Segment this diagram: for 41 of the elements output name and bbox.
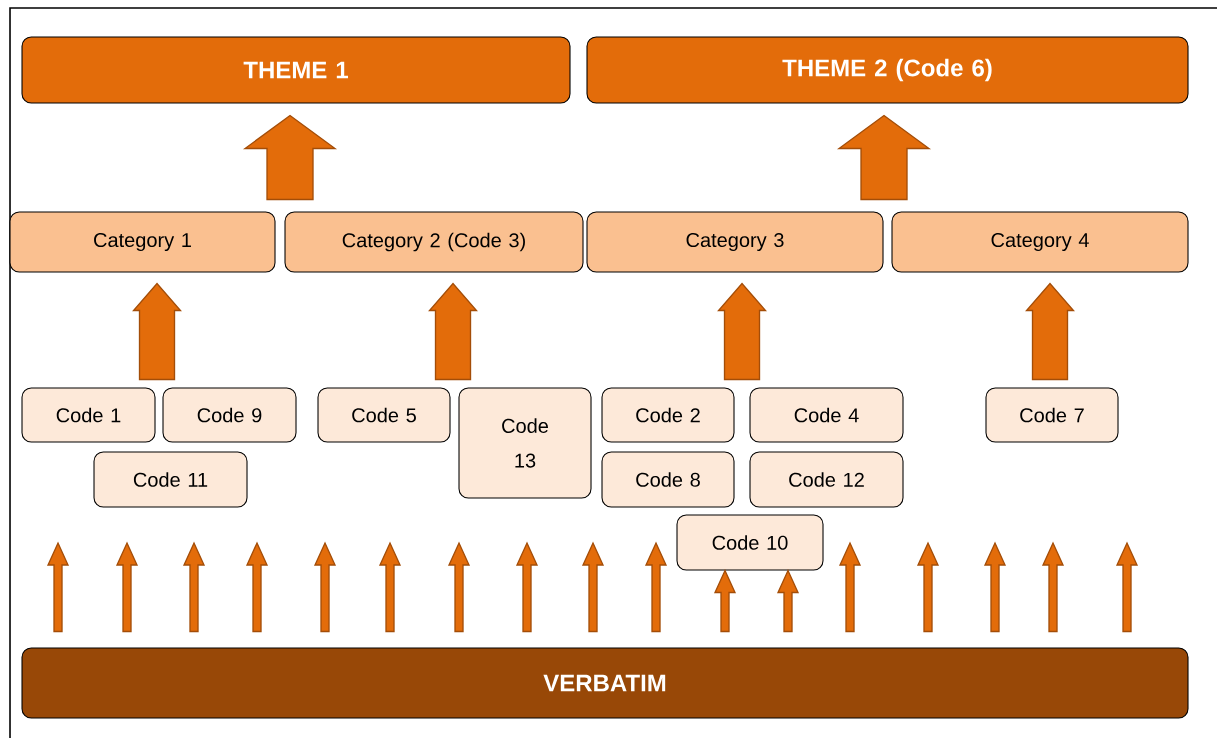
category-box: Category 2 (Code 3): [284, 211, 584, 273]
block-arrow: [1041, 541, 1065, 633]
code-box: Code 11: [93, 451, 248, 508]
block-arrow: [776, 568, 800, 633]
block-arrow: [515, 541, 539, 633]
block-arrow: [836, 114, 932, 201]
code-box: Code 1: [21, 387, 156, 443]
block-arrow: [428, 282, 478, 381]
category-box: Category 3: [586, 211, 884, 273]
code-box: Code 7: [985, 387, 1119, 443]
block-arrow: [983, 541, 1007, 633]
theme-box: THEME 2 (Code 6): [586, 36, 1189, 104]
block-arrow: [717, 282, 767, 381]
block-arrow: [713, 568, 737, 633]
block-arrow: [644, 541, 668, 633]
code-box: Code 2: [601, 387, 735, 443]
code-box: Code 12: [749, 451, 904, 508]
block-arrow: [242, 114, 338, 201]
block-arrow: [1115, 541, 1139, 633]
theme-box: THEME 1: [21, 36, 571, 104]
block-arrow: [46, 541, 70, 633]
verbatim-bar: VERBATIM: [21, 647, 1189, 719]
block-arrow: [1025, 282, 1075, 381]
code-box: Code 9: [162, 387, 297, 443]
block-arrow: [581, 541, 605, 633]
code-box: Code 4: [749, 387, 904, 443]
block-arrow: [132, 282, 182, 381]
block-arrow: [115, 541, 139, 633]
category-box: Category 4: [891, 211, 1189, 273]
code-box: Code 10: [676, 514, 824, 571]
category-box: Category 1: [9, 211, 276, 273]
block-arrow: [245, 541, 269, 633]
block-arrow: [378, 541, 402, 633]
block-arrow: [447, 541, 471, 633]
block-arrow: [313, 541, 337, 633]
code-box: Code 13: [458, 387, 592, 499]
code-box: Code 8: [601, 451, 735, 508]
code-box: Code 5: [317, 387, 451, 443]
block-arrow: [838, 541, 862, 633]
block-arrow: [182, 541, 206, 633]
block-arrow: [916, 541, 940, 633]
